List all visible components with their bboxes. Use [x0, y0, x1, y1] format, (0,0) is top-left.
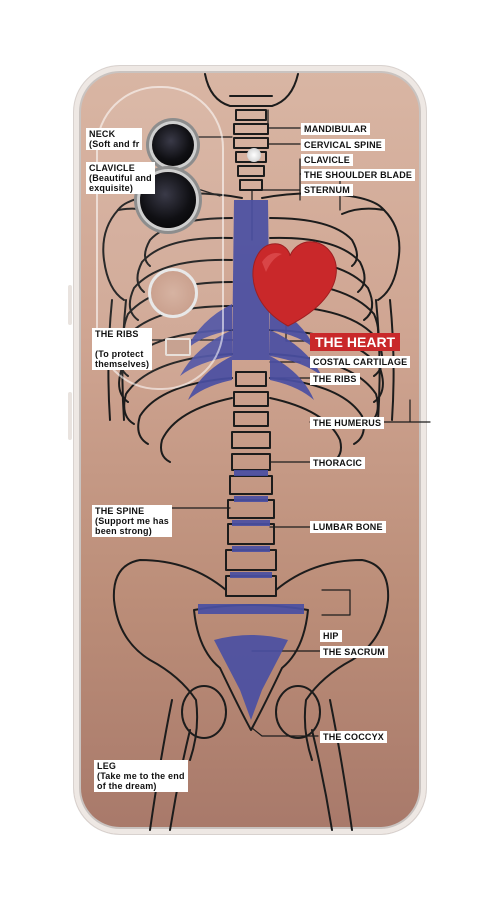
hip-socket-left: [181, 685, 227, 739]
pelvis-left: [112, 559, 227, 761]
label-spine: THE SPINE (Support me has been strong): [92, 505, 173, 537]
label-mandibular: MANDIBULAR: [301, 123, 370, 135]
pelvis-right: [275, 559, 390, 761]
shoulder-right: [341, 207, 401, 301]
camera-ring: [148, 268, 198, 318]
power-button: [68, 392, 72, 440]
vertebrae: [225, 371, 277, 597]
cervical-spine: [233, 109, 269, 191]
flash-icon: [247, 148, 261, 162]
femur-right: [311, 699, 353, 831]
label-coccyx: THE COCCYX: [320, 731, 388, 743]
label-clavicle-right: CLAVICLE: [301, 154, 353, 166]
label-humerus: THE HUMERUS: [310, 417, 385, 429]
label-thoracic: THORACIC: [310, 457, 366, 469]
label-sternum: STERNUM: [301, 184, 353, 196]
label-lumbar-bone: LUMBAR BONE: [310, 521, 386, 533]
label-clavicle-left: CLAVICLE (Beautiful and exquisite): [86, 162, 155, 194]
label-hip: HIP: [320, 630, 342, 642]
hip-socket-right: [275, 685, 321, 739]
label-heart: THE HEART: [310, 333, 401, 351]
label-sacrum: THE SACRUM: [320, 646, 388, 658]
heart-highlight: [262, 253, 282, 272]
sensor-bar: [165, 338, 191, 356]
label-costal-cartilage: COSTAL CARTILAGE: [310, 356, 411, 368]
label-ribs-left: THE RIBS (To protect themselves): [92, 328, 153, 370]
camera-lens-top: [152, 124, 194, 166]
label-leg: LEG (Take me to the end of the dream): [94, 760, 188, 792]
label-ribs-right: THE RIBS: [310, 373, 360, 385]
heart-shape: [252, 241, 337, 327]
mandible: [204, 73, 299, 107]
label-shoulder-blade: THE SHOULDER BLADE: [301, 169, 416, 181]
label-neck: NECK (Soft and fr: [86, 128, 143, 150]
label-cervical-spine: CERVICAL SPINE: [301, 139, 385, 151]
volume-button: [68, 285, 72, 325]
